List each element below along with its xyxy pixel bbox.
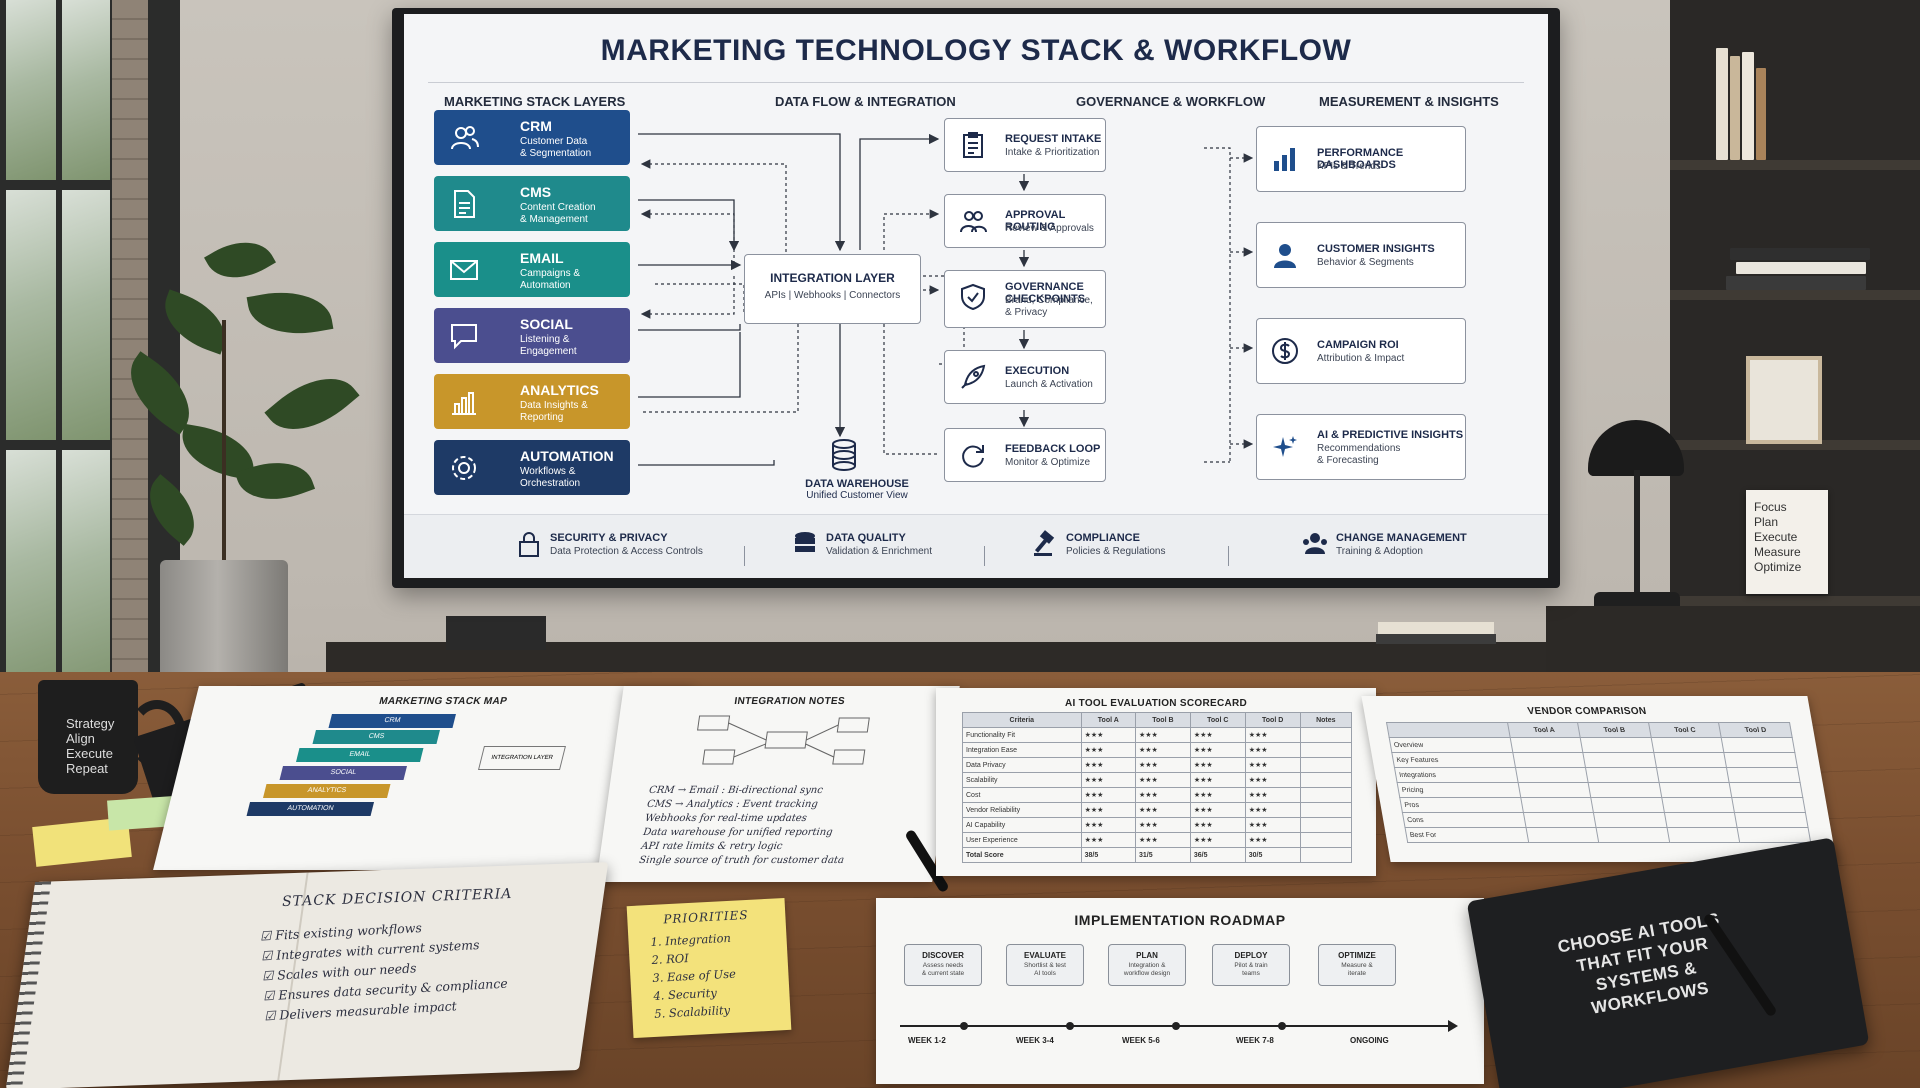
bar-chart-icon — [1274, 148, 1295, 171]
criteria-list: ☑ Fits existing workflows ☑ Integrates w… — [259, 919, 509, 1024]
table-row: Integrations — [1394, 767, 1801, 783]
layer-social: SOCIAL Listening &Engagement — [434, 308, 630, 363]
table-row: AI Capability★★★★★★★★★★★★ — [962, 817, 1353, 833]
column-measurement: MEASUREMENT & INSIGHTS — [1319, 94, 1499, 109]
table-row: Overview — [1389, 737, 1795, 753]
layer-email: EMAIL Campaigns &Automation — [434, 242, 630, 297]
integration-layer-box: INTEGRATION LAYER APIs | Webhooks | Conn… — [744, 254, 921, 324]
users-icon — [451, 126, 479, 150]
roadmap-week: WEEK 7-8 — [1236, 1036, 1274, 1045]
note-line: Data warehouse for unified reporting — [642, 827, 834, 838]
database-icon — [795, 532, 815, 552]
layer-analytics: ANALYTICS Data Insights &Reporting — [434, 374, 630, 429]
refresh-icon — [962, 445, 984, 468]
table-row: User Experience★★★★★★★★★★★★ — [962, 832, 1353, 848]
layer-automation: AUTOMATION Workflows &Orchestration — [434, 440, 630, 495]
picture-frame — [1746, 356, 1822, 444]
table-row: Integration Ease★★★★★★★★★★★★ — [962, 742, 1353, 758]
roadmap-week: WEEK 3-4 — [1016, 1036, 1054, 1045]
gavel-icon — [1034, 530, 1055, 556]
table-row: Vendor Reliability★★★★★★★★★★★★ — [962, 802, 1353, 818]
scorecard-title: AI TOOL EVALUATION SCORECARD — [1064, 698, 1248, 709]
note-line: CRM → Email : Bi-directional sync — [648, 785, 824, 796]
note-line: Single source of truth for customer data — [638, 855, 845, 866]
document-icon — [454, 190, 475, 218]
table-row: Data Privacy★★★★★★★★★★★★ — [962, 757, 1353, 773]
column-stack-layers: MARKETING STACK LAYERS — [444, 94, 626, 109]
column-governance: GOVERNANCE & WORKFLOW — [1076, 94, 1266, 109]
gov-execution: EXECUTION Launch & Activation — [944, 350, 1106, 404]
gear-icon — [452, 456, 476, 480]
layer-crm: CRM Customer Data& Segmentation — [434, 110, 630, 165]
chat-bubble-icon — [451, 324, 477, 350]
envelope-icon — [450, 260, 478, 280]
rocket-icon — [961, 364, 986, 389]
table-row: Key Features — [1391, 752, 1798, 768]
roadmap-week: WEEK 1-2 — [908, 1036, 946, 1045]
window — [0, 0, 180, 740]
table-row: Scalability★★★★★★★★★★★★ — [962, 772, 1353, 788]
shield-icon — [961, 283, 985, 311]
people-icon — [960, 211, 987, 233]
gov-feedback-loop: FEEDBACK LOOP Monitor & Optimize — [944, 428, 1106, 482]
table-row: Functionality Fit★★★★★★★★★★★★ — [962, 727, 1353, 743]
gov-checkpoints: GOVERNANCE CHECKPOINTS Brand, Compliance… — [944, 270, 1106, 328]
measure-performance-dashboards: PERFORMANCE DASHBOARDS KPIs & Trends — [1256, 126, 1466, 192]
sparkle-icon — [1273, 436, 1297, 457]
priorities-sticky: PRIORITIES 1. Integration 2. ROI 3. Ease… — [626, 897, 792, 1039]
flow-connectors — [638, 133, 1254, 471]
vendor-title: VENDOR COMPARISON — [1526, 706, 1648, 717]
measure-customer-insights: CUSTOMER INSIGHTS Behavior & Segments — [1256, 222, 1466, 288]
dollar-icon — [1272, 338, 1298, 364]
gov-request-intake: REQUEST INTAKE Intake & Prioritization — [944, 118, 1106, 172]
roadmap-sheet: IMPLEMENTATION ROADMAP — [876, 898, 1484, 1084]
board-title: MARKETING TECHNOLOGY STACK & WORKFLOW — [600, 34, 1352, 67]
stack-workflow-board: MARKETING TECHNOLOGY STACK & WORKFLOW MA… — [404, 14, 1548, 578]
table-row: Best For — [1405, 827, 1811, 843]
data-warehouse-label: DATA WAREHOUSE Unified Customer View — [805, 478, 909, 501]
note-line: CMS → Analytics : Event tracking — [646, 799, 819, 810]
table-row: Cost★★★★★★★★★★★★ — [962, 787, 1353, 803]
database-icon — [832, 439, 856, 471]
measure-campaign-roi: CAMPAIGN ROI Attribution & Impact — [1256, 318, 1466, 384]
stack-map-title: MARKETING STACK MAP — [377, 696, 509, 707]
integration-notes-sheet: INTEGRATION NOTES CRM → Email : Bi-direc… — [596, 686, 960, 882]
integration-sketch — [697, 715, 870, 765]
note-line: API rate limits & retry logic — [640, 841, 784, 852]
gov-approval-routing: APPROVAL ROUTING Review & Approvals — [944, 194, 1106, 248]
roadmap-week: ONGOING — [1350, 1036, 1389, 1045]
table-row: Pricing — [1397, 782, 1803, 798]
roadmap-timeline — [900, 1020, 1458, 1032]
clipboard-icon — [963, 132, 983, 158]
roadmap-week: WEEK 5-6 — [1122, 1036, 1160, 1045]
column-data-flow: DATA FLOW & INTEGRATION — [775, 94, 956, 109]
integration-notes-title: INTEGRATION NOTES — [733, 696, 846, 707]
team-icon — [1303, 533, 1327, 554]
lock-icon — [519, 532, 539, 557]
roadmap-title: IMPLEMENTATION ROADMAP — [1074, 912, 1286, 928]
measure-ai-predictive: AI & PREDICTIVE INSIGHTS Recommendations… — [1256, 414, 1466, 480]
table-row: Pros — [1399, 797, 1806, 813]
bar-chart-icon — [452, 392, 476, 415]
person-icon — [1274, 244, 1296, 268]
note-line: Webhooks for real-time updates — [644, 813, 808, 824]
table-row: Cons — [1402, 812, 1809, 828]
layer-cms: CMS Content Creation& Management — [434, 176, 630, 231]
